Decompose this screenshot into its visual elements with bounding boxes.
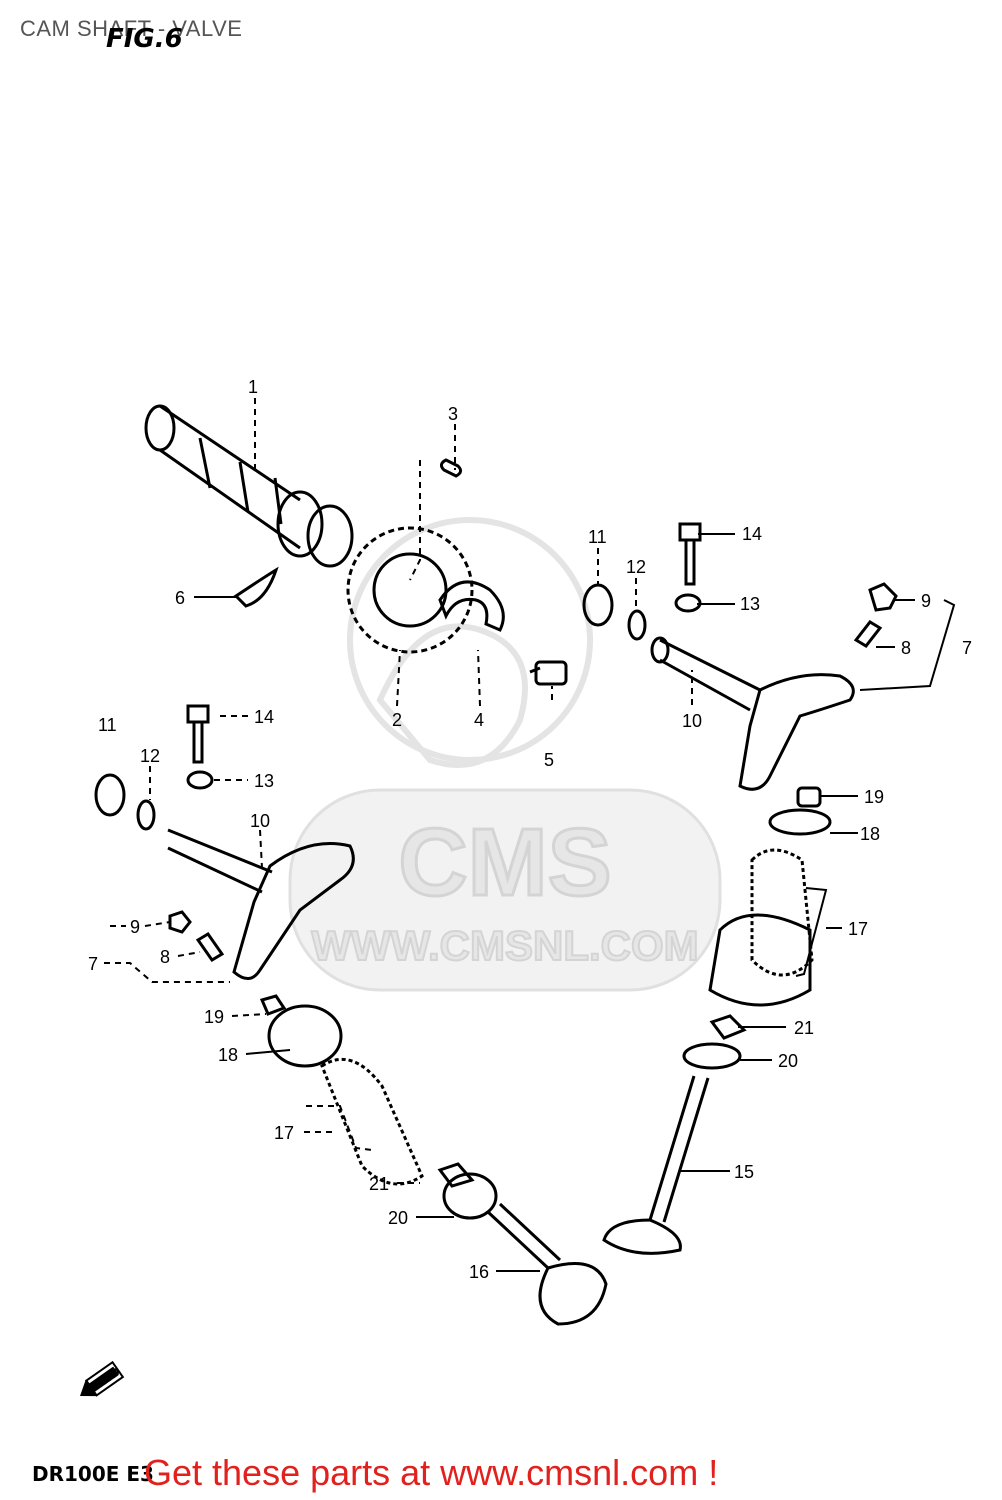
camshaft-part bbox=[144, 404, 354, 568]
callout-7-left: 7 bbox=[88, 954, 98, 974]
callout-13-right: 13 bbox=[740, 594, 760, 614]
callout-19-left: 19 bbox=[204, 1007, 224, 1027]
figure-label: FIG.6 bbox=[106, 24, 183, 54]
callout-11-right: 11 bbox=[588, 527, 607, 547]
callout-1: 1 bbox=[248, 377, 258, 397]
callout-10-right: 10 bbox=[682, 711, 702, 731]
callout-7-right: 7 bbox=[962, 638, 972, 658]
leader-lines bbox=[104, 398, 956, 1272]
callout-8-right: 8 bbox=[901, 638, 911, 658]
left-valve-assembly bbox=[259, 994, 608, 1326]
callout-9-right: 9 bbox=[921, 591, 931, 611]
callout-6: 6 bbox=[175, 588, 185, 608]
callout-12-left: 12 bbox=[140, 746, 160, 766]
watermark-brand: CMS bbox=[398, 809, 611, 916]
callout-14-left: 14 bbox=[254, 707, 274, 727]
left-rocker-assembly bbox=[94, 704, 355, 980]
callout-5: 5 bbox=[544, 750, 554, 770]
retainer-clip-part bbox=[233, 566, 279, 608]
callout-14-right: 14 bbox=[742, 524, 762, 544]
callout-labels: 1 2 3 4 5 6 7 8 9 10 11 12 13 14 11 12 1… bbox=[88, 377, 972, 1282]
callout-20-left: 20 bbox=[388, 1208, 408, 1228]
callout-18-left: 18 bbox=[218, 1045, 238, 1065]
callout-13-left: 13 bbox=[254, 771, 274, 791]
callout-20-right: 20 bbox=[778, 1051, 798, 1071]
callout-10-left: 10 bbox=[250, 811, 270, 831]
watermark-url: WWW.CMSNL.COM bbox=[311, 922, 698, 969]
callout-17-right: 17 bbox=[848, 919, 868, 939]
model-code: DR100E E3 bbox=[32, 1462, 154, 1486]
pin-part bbox=[439, 458, 463, 478]
callout-9-left: 9 bbox=[130, 917, 140, 937]
page-title: CAM SHAFT - VALVE bbox=[20, 16, 243, 41]
callout-12-right: 12 bbox=[626, 557, 646, 577]
callout-16: 16 bbox=[469, 1262, 489, 1282]
callout-21-right: 21 bbox=[794, 1018, 814, 1038]
callout-2: 2 bbox=[392, 710, 402, 730]
promo-link[interactable]: Get these parts at www.cmsnl.com ! bbox=[144, 1452, 719, 1493]
callout-8-left: 8 bbox=[160, 947, 170, 967]
callout-21-left: 21 bbox=[369, 1174, 389, 1194]
callout-17-left: 17 bbox=[274, 1123, 294, 1143]
thrust-plate-part bbox=[438, 580, 505, 632]
callout-15: 15 bbox=[734, 1162, 754, 1182]
cam-sprocket-part bbox=[346, 526, 474, 654]
right-valve-assembly bbox=[602, 786, 832, 1255]
callout-3: 3 bbox=[448, 404, 458, 424]
sprocket-bolt-part bbox=[529, 660, 568, 686]
cms-watermark: CMS WWW.CMSNL.COM bbox=[288, 517, 722, 992]
callout-4: 4 bbox=[474, 710, 484, 730]
callout-11-left: 11 bbox=[98, 715, 117, 735]
callout-19-right: 19 bbox=[864, 787, 884, 807]
callout-18-right: 18 bbox=[860, 824, 880, 844]
fwd-direction-arrow-icon: FWD bbox=[80, 1360, 125, 1397]
